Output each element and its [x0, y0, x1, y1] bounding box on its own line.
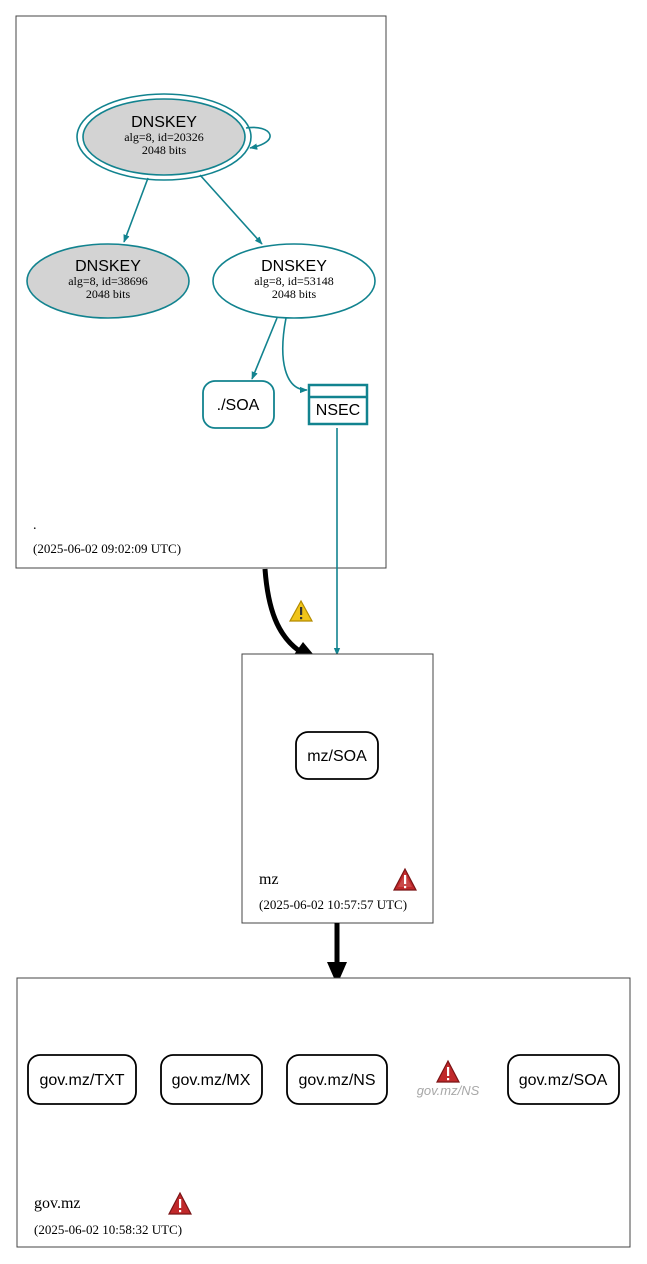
- ksk-to-zsk-b-edge: [199, 174, 263, 245]
- dnskey-zsk-b-line2: 2048 bits: [272, 287, 317, 301]
- zone-root-timestamp: (2025-06-02 09:02:09 UTC): [33, 541, 181, 556]
- zone-mz-timestamp: (2025-06-02 10:57:57 UTC): [259, 897, 407, 912]
- gov-mz-ns-node[interactable]: gov.mz/NS: [286, 1054, 388, 1105]
- gov-mz-txt-label: gov.mz/TXT: [39, 1072, 124, 1089]
- zsk-b-to-nsec-edge: [282, 317, 308, 394]
- warning-red-icon[interactable]: [393, 867, 417, 891]
- dnskey-ksk-line2: 2048 bits: [142, 143, 187, 157]
- zone-mz: mz/SOA mz (2025-06-02 10:57:57 UTC): [241, 653, 434, 924]
- dnskey-zsk-a-line1: alg=8, id=38696: [68, 274, 148, 288]
- mz-soa-node[interactable]: mz/SOA: [295, 731, 379, 780]
- warning-red-icon[interactable]: [436, 1059, 460, 1083]
- dnskey-zsk-a-title: DNSKEY: [75, 258, 141, 275]
- zsk-b-to-soa-edge: [251, 317, 278, 380]
- dnskey-zsk-b-line1: alg=8, id=53148: [254, 274, 334, 288]
- mz-soa-label: mz/SOA: [307, 748, 367, 765]
- gov-mz-soa-label: gov.mz/SOA: [519, 1072, 608, 1089]
- warning-red-icon[interactable]: [168, 1191, 192, 1215]
- zone-gov-mz: gov.mz/TXT gov.mz/MX gov.mz/NS gov.mz/NS…: [16, 977, 631, 1248]
- zone-mz-name: mz: [259, 871, 279, 888]
- zone-root-name: .: [33, 518, 37, 533]
- root-soa-node[interactable]: ./SOA: [202, 380, 275, 429]
- gov-mz-mx-node[interactable]: gov.mz/MX: [160, 1054, 263, 1105]
- zone-gov-mz-box: [16, 977, 631, 1248]
- dnskey-zsk-b-node[interactable]: DNSKEY alg=8, id=53148 2048 bits: [212, 243, 376, 319]
- dnskey-ksk-node[interactable]: DNSKEY alg=8, id=20326 2048 bits: [76, 93, 252, 181]
- dnskey-zsk-a-node[interactable]: DNSKEY alg=8, id=38696 2048 bits: [26, 243, 190, 319]
- gov-mz-ns-missing-label: gov.mz/NS: [417, 1083, 480, 1098]
- ksk-self-signature-edge: [245, 126, 271, 150]
- root-to-mz-delegation-edge: [262, 568, 300, 652]
- root-soa-label: ./SOA: [217, 397, 260, 414]
- zone-root: DNSKEY alg=8, id=20326 2048 bits DNSKEY …: [15, 15, 387, 569]
- dnskey-zsk-b-title: DNSKEY: [261, 258, 327, 275]
- mz-to-gov-mz-arrowhead: [327, 962, 347, 985]
- root-nsec-node[interactable]: NSEC: [307, 383, 369, 426]
- gov-mz-mx-label: gov.mz/MX: [172, 1072, 251, 1089]
- gov-mz-txt-node[interactable]: gov.mz/TXT: [27, 1054, 137, 1105]
- dnskey-ksk-line1: alg=8, id=20326: [124, 130, 204, 144]
- ksk-to-zsk-a-edge: [123, 177, 149, 243]
- zone-gov-mz-name: gov.mz: [34, 1195, 81, 1212]
- gov-mz-ns-label: gov.mz/NS: [298, 1072, 375, 1089]
- root-nsec-label: NSEC: [316, 402, 360, 419]
- warning-yellow-icon[interactable]: [288, 599, 314, 622]
- zone-gov-mz-timestamp: (2025-06-02 10:58:32 UTC): [34, 1222, 182, 1237]
- dnskey-ksk-title: DNSKEY: [131, 114, 197, 131]
- gov-mz-ns-missing-node[interactable]: gov.mz/NS: [417, 1059, 480, 1098]
- dnskey-zsk-a-line2: 2048 bits: [86, 287, 131, 301]
- gov-mz-soa-node[interactable]: gov.mz/SOA: [507, 1054, 620, 1105]
